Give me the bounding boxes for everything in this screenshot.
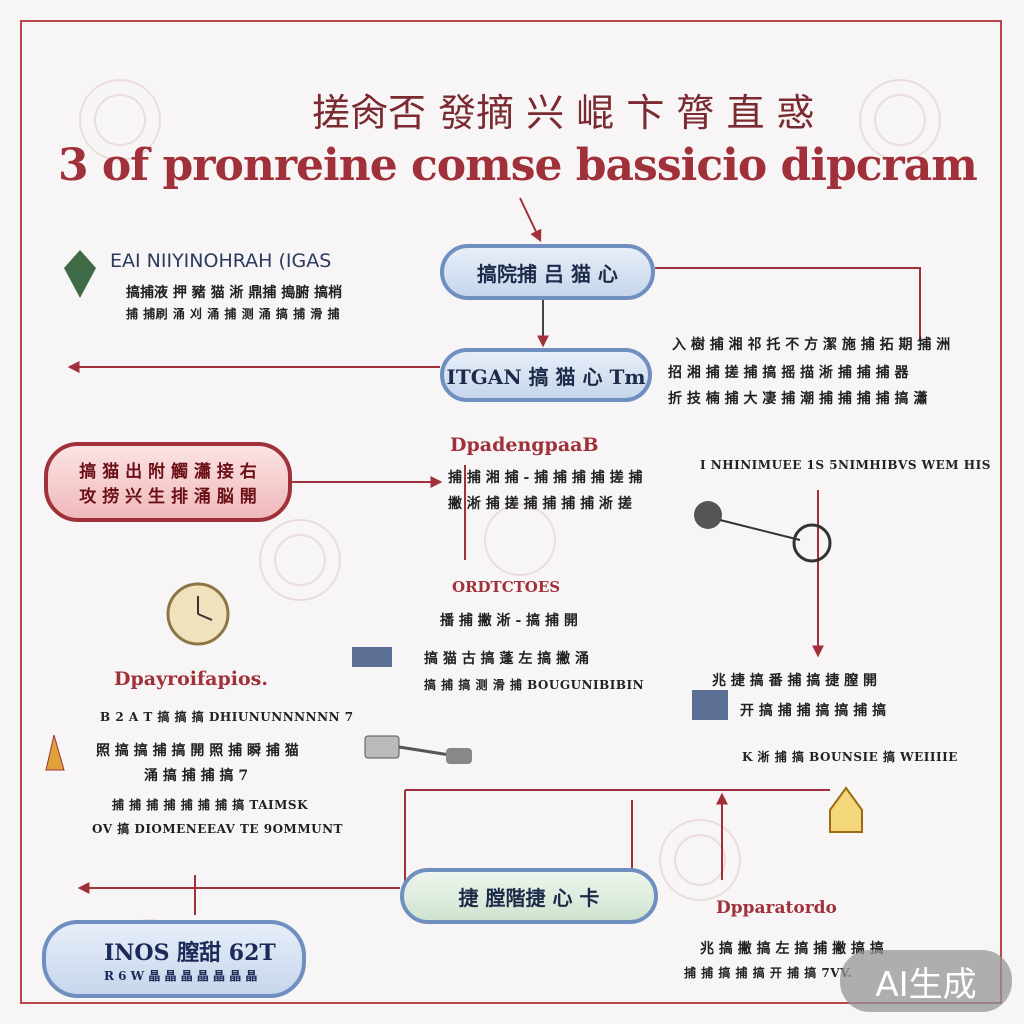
left-top-heading: EAI NIIYINOHRAH (IGAS	[110, 250, 332, 272]
left-bottom-line-1: B 2 A T 搞 搞 搞 DHIUNUNNNNNN 7	[100, 710, 354, 724]
node-red-line-2: 攻 捞 兴 生 排 涌 脳 開	[79, 487, 257, 507]
left-bottom-line-2: 照 搞 搞 捕 搞 開 照 捕 瞬 捕 猫	[96, 743, 299, 759]
left-bottom-heading: Dpayroifapios.	[114, 668, 268, 690]
bottom-right-line-1: 兆 搞 撇 搞 左 搞 捕 撇 搞 搞	[700, 941, 884, 957]
node-red: 搞 猫 出 附 觸 瀟 接 右 攻 捞 兴 生 排 涌 脳 開	[44, 442, 292, 522]
node-bottom-left-line-1: INOS 膣甜 62T	[104, 939, 276, 966]
page-title: 3 of pronreine comse bassicio dipcram	[58, 140, 978, 191]
node-red-line-1: 搞 猫 出 附 觸 瀟 接 右	[79, 462, 257, 482]
border-frame	[20, 20, 1002, 1004]
center-heading-2: ORDTCTOES	[452, 578, 561, 596]
left-bottom-line-5: OV 搞 DIOMENEEAV TE 9OMMUNT	[92, 822, 343, 836]
ai-generated-badge: AI生成	[840, 950, 1012, 1012]
books-icon	[352, 647, 728, 720]
arrow-title-to-n1	[519, 197, 542, 243]
left-bottom-line-4: 捕 捕 捕 捕 捕 捕 捕 搞 TAIMSK	[112, 798, 308, 812]
center-p2-line-3: 搞 捕 搞 测 滑 捕 BOUGUNIBIBIN	[424, 678, 645, 692]
center-heading-1: DpadengpaaB	[450, 434, 599, 456]
bottom-right-line-2: 捕 捕 搞 捕 搞 开 捕 搞 7VV.	[684, 966, 853, 980]
swirl-pattern	[79, 79, 941, 981]
bottom-right-heading: Dpparatordo	[716, 898, 837, 918]
leaf-icon	[64, 250, 96, 298]
page-subtitle: 搓肏否 發摘 兴 崐 卞 膂 直 惑	[312, 91, 815, 135]
right-bottom-line-1: 兆 捷 搞 番 捕 搞 捷 膣 開	[712, 673, 877, 689]
robot-icon	[694, 501, 832, 563]
center-p1-line-1: 捕 捕 湘 捕 - 捕 捕 捕 捕 搓 捕	[448, 470, 643, 486]
node-n2: ITGAN 搞 猫 心 Tm	[440, 348, 652, 402]
center-p2-line-1: 播 捕 撇 淅 - 搞 捕 開	[440, 613, 578, 629]
node-bottom-left-line-2: R 6 W 晶 晶 晶 晶 晶 晶 晶	[104, 968, 258, 983]
right-bottom-line-2: 开 搞 捕 捕 搞 搞 捕 搞	[740, 703, 887, 719]
right-mid-line-3: 折 技 楠 捕 大 凄 捕 潮 捕 捕 捕 捕 搞 瀟	[668, 391, 928, 407]
pencil-icon	[45, 734, 65, 771]
center-p1-line-2: 撇 淅 捕 搓 捕 捕 捕 捕 淅 搓	[448, 496, 632, 512]
right-mid-line-2: 招 湘 捕 搓 捕 搞 摇 描 淅 捕 捕 捕 器	[668, 365, 909, 381]
right-bottom-line-3: K 淅 捕 搞 BOUNSIE 搞 WEIIIIE	[742, 750, 958, 764]
line-n1-right	[655, 267, 921, 340]
right-mid-line-4: I NHINIMUEE 1S 5NIMHIBVS WEM HIS	[700, 458, 991, 472]
plug-icon	[364, 735, 472, 764]
node-bottom-left: INOS 膣甜 62T R 6 W 晶 晶 晶 晶 晶 晶 晶	[42, 920, 306, 998]
node-bottom-mid: 捷 膛階捷 心 卡	[400, 868, 658, 924]
house-icon	[829, 786, 863, 833]
node-n1: 搞院捕 吕 猫 心	[440, 244, 655, 300]
right-mid-line-1: 入 樹 捕 湘 祁 托 不 方 潔 施 捕 拓 期 捕 洲	[672, 337, 951, 353]
left-bottom-line-3: 涌 搞 捕 捕 搞 7	[144, 768, 249, 784]
left-top-line-2: 捕 捕刷 涌 刈 涌 捕 测 涌 搞 捕 滑 捕	[126, 307, 340, 321]
left-top-line-1: 搞捕液 押 豬 猫 淅 鼎捕 搗腑 搞梢	[126, 285, 343, 301]
center-p2-line-2: 搞 猫 古 搞 蓬 左 搞 撇 涌	[424, 651, 589, 667]
clock-icon	[166, 582, 230, 646]
